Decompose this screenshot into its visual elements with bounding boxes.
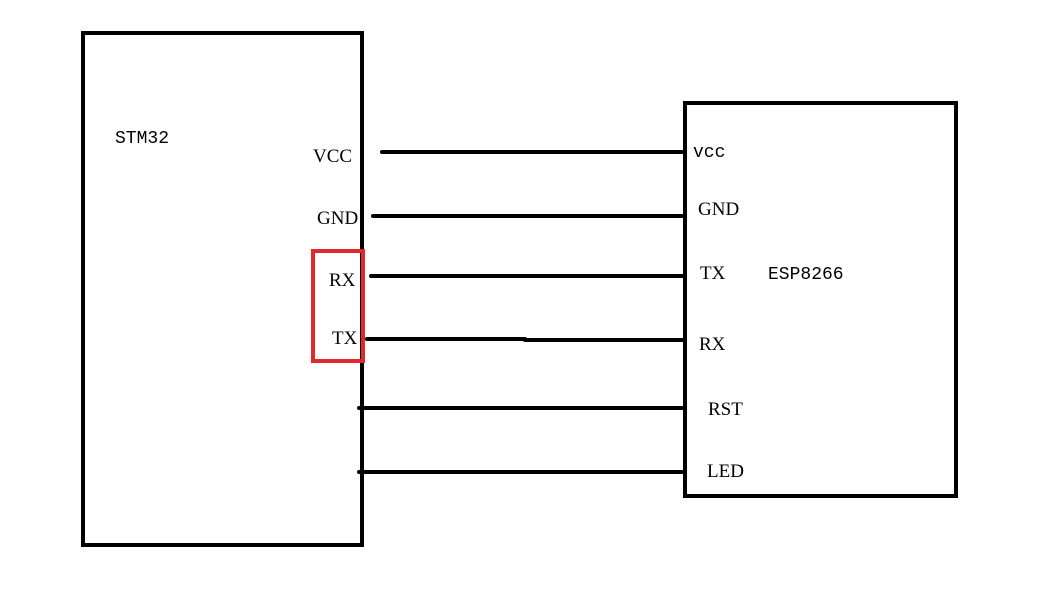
stm32-module-box <box>81 31 364 547</box>
stm32-pin-gnd: GND <box>317 208 358 229</box>
esp8266-pin-rx: RX <box>699 334 726 355</box>
rx-tx-highlight-box <box>311 249 365 363</box>
esp8266-label: ESP8266 <box>768 265 844 285</box>
stm32-pin-rx: RX <box>329 270 356 291</box>
esp8266-module-box <box>683 101 958 498</box>
esp8266-pin-gnd: GND <box>698 199 739 220</box>
stm32-pin-vcc: VCC <box>313 146 352 167</box>
esp8266-pin-tx: TX <box>700 263 726 284</box>
stm32-pin-tx: TX <box>332 328 358 349</box>
esp8266-pin-led: LED <box>707 461 744 482</box>
esp8266-pin-vcc: vcc <box>693 143 725 163</box>
esp8266-pin-rst: RST <box>708 399 743 420</box>
stm32-label: STM32 <box>115 129 169 149</box>
